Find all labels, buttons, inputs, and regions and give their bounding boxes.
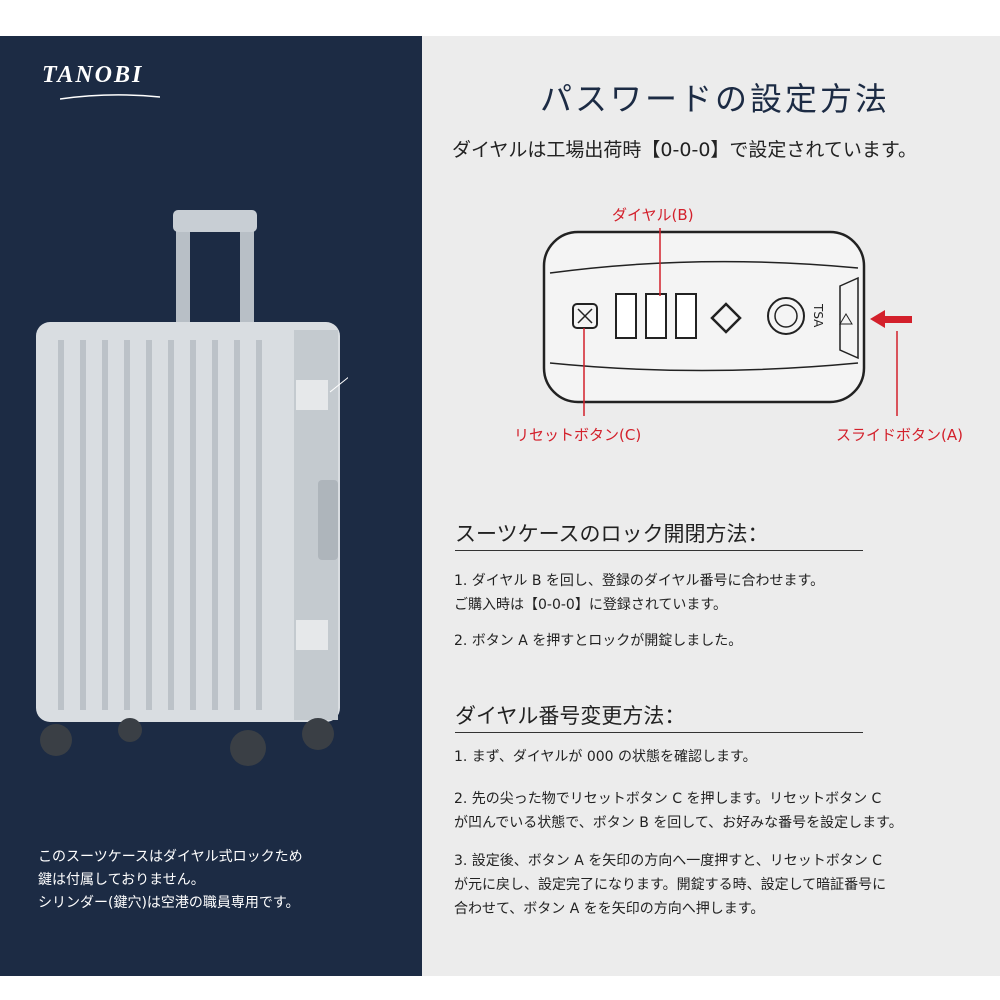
tsa-lock-diagram: TSA [542,228,912,416]
step-text: 1. ダイヤル B を回し、登録のダイヤル番号に合わせます。 [454,573,825,589]
section-change-steps: 1. まず、ダイヤルが 000 の状態を確認します。 2. 先の尖った物でリセッ… [454,745,903,921]
step-text: 2. 先の尖った物でリセットボタン C を押します。リセットボタン C [454,791,882,807]
step-text: ご購入時は【0-0-0】に登録されています。 [454,597,728,613]
lock-brand-text: TSA [811,303,825,328]
step-text: 2. ボタン A を押すとロックが開錠しました。 [454,633,743,649]
reset-button-label: リセットボタン(C) [514,426,642,444]
page-subtitle: ダイヤルは工場出荷時【0-0-0】で設定されています。 [452,139,917,161]
tsa-logo-icon [710,302,742,334]
logo-swoosh [60,94,160,100]
dial-wheels [615,293,697,339]
step-text: が凹んでいる状態で、ボタン B を回して、お好みな番号を設定します。 [454,815,903,831]
brand-logo: TANOBI [42,62,144,88]
right-panel [422,36,1000,976]
step-text: 3. 設定後、ボタン A を矢印の方向へ一度押すと、リセットボタン C [454,853,882,869]
page-title: パスワードの設定方法 [540,80,891,118]
step-text: 1. まず、ダイヤルが 000 の状態を確認します。 [454,749,757,765]
section-lock-heading: スーツケースのロック開閉方法： [455,518,863,551]
step-text: が元に戻し、設定完了になります。開錠する時、設定して暗証番号に [454,877,887,893]
dial-label: ダイヤル(B) [612,206,694,224]
note-line: 鍵は付属しておりません。 [38,872,205,888]
arrow-left-icon [870,310,912,328]
note-line: シリンダー(鍵穴)は空港の職員専用です。 [38,895,300,911]
lock-note: このスーツケースはダイヤル式ロックため 鍵は付属しておりません。 シリンダー(鍵… [38,846,303,915]
key-cylinder-icon [767,297,805,335]
reset-button-icon [572,303,598,329]
step-text: 合わせて、ボタン A をを矢印の方向へ押します。 [454,901,765,917]
section-change-heading: ダイヤル番号変更方法： [455,700,863,733]
note-line: このスーツケースはダイヤル式ロックため [38,849,303,865]
section-lock-steps: 1. ダイヤル B を回し、登録のダイヤル番号に合わせます。 ご購入時は【0-0… [454,569,824,653]
suitcase-image [36,210,348,766]
slide-button-label: スライドボタン(A) [836,426,963,444]
